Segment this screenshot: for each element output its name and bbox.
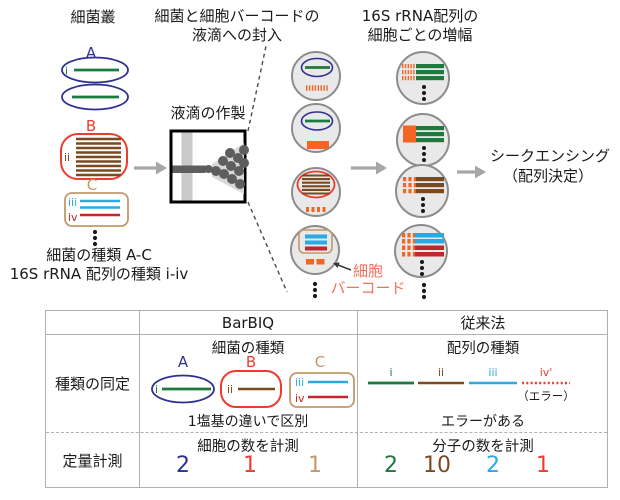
conventional-count-iv: 1 (536, 453, 550, 478)
cell-barcode-callout: 細胞 バーコード (330, 262, 405, 297)
droplet-amplified-a1 (396, 51, 450, 105)
table-divider-header (46, 334, 607, 335)
zoom-dashed-line-top (247, 45, 267, 132)
droplet-generation-label: 液滴の作製 (170, 104, 245, 122)
bacterium-group-b: B ii (60, 117, 128, 180)
sequence-iv-label: iv (68, 211, 78, 224)
more-droplets-ellipsis-2 (421, 282, 427, 300)
table-seq-i-label: i (155, 383, 158, 396)
droplet-maker-device (169, 129, 249, 204)
flow-arrow-3 (457, 165, 486, 179)
bacterium-group-a: A i (61, 44, 129, 111)
table-seq-iv-label: iv (295, 392, 305, 405)
species-c-label: C (87, 176, 97, 194)
conventional-count-iii: 2 (486, 453, 500, 478)
sequence-i-label: i (65, 65, 68, 78)
column-header-conventional: 従来法 (460, 314, 506, 332)
row-header-identification: 種類の同定 (54, 374, 130, 393)
sequencing-label-line1: シークエンシング (490, 147, 610, 165)
droplet-amplified-c (394, 224, 448, 278)
table-divider-col2 (357, 311, 358, 487)
cell-barcode-block-2 (316, 259, 325, 265)
bacterium-b-cell (60, 133, 128, 180)
column-header-barbiq: BarBIQ (221, 313, 275, 332)
sequence-iii-label: iii (68, 196, 77, 209)
encapsulation-title-line2: 液滴への封入 (192, 26, 282, 44)
flow-arrow-1 (134, 161, 167, 175)
cell-barcode-label-line2: バーコード (330, 279, 405, 297)
table-cell-a (151, 374, 215, 404)
barbiq-quantification-cell: 細胞の数を計測 2 1 1 (139, 432, 357, 489)
barbiq-count-c: 1 (308, 453, 322, 478)
amplification-title-line1: 16S rRNA配列の (362, 7, 478, 25)
barbiq-identification-cell: 細菌の種類 A i B ii C iii iv 1塩基の違いで区別 (139, 334, 357, 432)
species-range-caption: 細菌の種類 A-C (46, 246, 152, 264)
droplet-encapsulated-b (291, 167, 341, 217)
row-header-quantification: 定量計測 (62, 452, 123, 470)
cell-barcode-bar (307, 141, 329, 149)
cell-barcode-block-1 (306, 259, 314, 265)
table-seq-ii-label: ii (227, 383, 233, 396)
comparison-table: BarBIQ 従来法 種類の同定 定量計測 細菌の種類 A i B ii C i… (45, 310, 608, 488)
bacterium-group-c: C iii iv (64, 176, 129, 227)
encapsulation-title-line1: 細菌と細胞バーコードの (154, 7, 319, 25)
amplification-title-line2: 細胞ごとの増幅 (368, 26, 473, 44)
sequence-ii-label: ii (64, 151, 70, 164)
barbiq-caption: 1塩基の違いで区別 (187, 414, 309, 430)
cell-barcode-label-line1: 細胞 (353, 262, 383, 280)
species-b-label: B (86, 117, 96, 135)
conventional-count-ii: 10 (423, 453, 451, 478)
sample-stream (172, 165, 206, 173)
flora-title: 細菌叢 (70, 8, 115, 26)
sequence-ii-lines (76, 137, 121, 177)
conventional-count-title: 分子の数を計測 (432, 439, 534, 455)
barbiq-subtitle: 細菌の種類 (211, 341, 285, 357)
table-divider-rows (46, 432, 607, 433)
conventional-sequence-glyphs: i ii iii iv' （エラー） (368, 366, 575, 403)
flow-arrow-2 (351, 161, 387, 175)
figure-diagram: 細菌叢 細菌と細胞バーコードの 液滴への封入 16S rRNA配列の 細胞ごとの… (10, 7, 610, 300)
more-droplets-ellipsis-1 (312, 281, 318, 299)
formed-droplets (211, 145, 249, 189)
callout-arrowhead (333, 262, 340, 268)
bacterium-a-cell-1 (61, 56, 129, 84)
bacterium-c-cell (64, 192, 129, 227)
bacterium-a-cell-2 (61, 83, 129, 111)
conventional-caption: エラーがある (441, 414, 525, 430)
more-bacteria-ellipsis (92, 229, 98, 247)
sequencing-label-line2: （配列決定） (503, 167, 593, 185)
conventional-count-i: 2 (384, 453, 398, 478)
conventional-identification-cell: 配列の種類 i ii iii iv' （エラー） エラーがある (357, 334, 609, 432)
table-species-c-label: C (315, 353, 325, 371)
species-a-label: A (86, 44, 97, 62)
barbiq-count-b: 1 (243, 453, 257, 478)
table-species-a-label: A (178, 353, 189, 371)
barbiq-species-glyphs: A i B ii C iii iv (151, 353, 355, 408)
droplet-encapsulated-a1 (291, 51, 341, 101)
conv-seq-iv-error-label: iv' (540, 366, 553, 379)
zoom-dashed-line-bottom (247, 201, 288, 293)
conv-seq-i-label: i (389, 366, 392, 379)
sequence-range-caption: 16S rRNA 配列の種類 i-iv (10, 265, 189, 283)
table-divider-col1 (139, 311, 140, 487)
droplet-amplified-a2 (396, 113, 450, 167)
table-seq-iii-label: iii (295, 376, 304, 389)
barbiq-count-title: 細胞の数を計測 (197, 439, 299, 455)
conventional-subtitle: 配列の種類 (446, 341, 520, 357)
conv-seq-iii-label: iii (488, 366, 497, 379)
droplet-amplified-b (395, 164, 449, 218)
sequence-ii-lines-droplet (302, 174, 330, 195)
table-cell-c (289, 372, 355, 408)
droplet-encapsulated-c (290, 225, 340, 275)
conv-error-note: （エラー） (517, 389, 575, 403)
barbiq-count-a: 2 (176, 453, 190, 478)
conventional-quantification-cell: 分子の数を計測 2 10 2 1 (357, 432, 609, 489)
conv-seq-ii-label: ii (438, 366, 444, 379)
table-cell-b (220, 370, 282, 408)
droplet-encapsulated-a2 (291, 103, 341, 153)
table-species-b-label: B (246, 353, 256, 371)
